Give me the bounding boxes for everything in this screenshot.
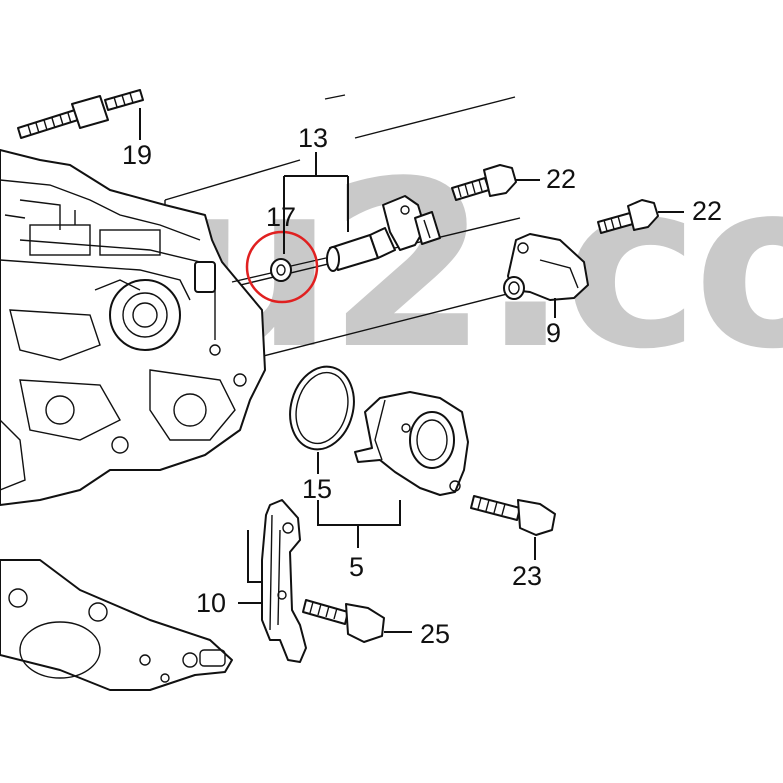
callout-15: 15 bbox=[302, 474, 332, 504]
head-gasket bbox=[0, 559, 233, 691]
callout-22-upper: 22 bbox=[546, 164, 576, 194]
bolt-22-lower bbox=[597, 199, 684, 234]
callout-22-lower: 22 bbox=[692, 196, 722, 226]
callout-23: 23 bbox=[512, 561, 542, 591]
stud-bolt-19 bbox=[17, 89, 144, 140]
callout-10: 10 bbox=[196, 588, 226, 618]
sensor-13 bbox=[326, 195, 441, 272]
callout-19: 19 bbox=[122, 140, 152, 170]
o-ring-15 bbox=[289, 365, 355, 474]
bolt-25 bbox=[302, 599, 412, 643]
bolt-23 bbox=[470, 495, 556, 560]
engine-block bbox=[0, 149, 266, 506]
thermostat-housing-5 bbox=[354, 391, 469, 496]
callout-17: 17 bbox=[266, 202, 296, 232]
bolt-22-upper bbox=[451, 164, 540, 201]
highlight-circle bbox=[245, 230, 319, 304]
callout-5: 5 bbox=[349, 552, 364, 582]
water-pipe-9 bbox=[503, 233, 589, 318]
callout-13: 13 bbox=[298, 123, 328, 153]
callout-9: 9 bbox=[546, 318, 561, 348]
callout-labels: 19 13 22 22 17 9 15 5 23 10 25 bbox=[122, 123, 722, 649]
leader-lines bbox=[247, 152, 401, 583]
washer-17 bbox=[231, 257, 327, 283]
callout-25: 25 bbox=[420, 619, 450, 649]
bracket-10 bbox=[238, 499, 307, 663]
